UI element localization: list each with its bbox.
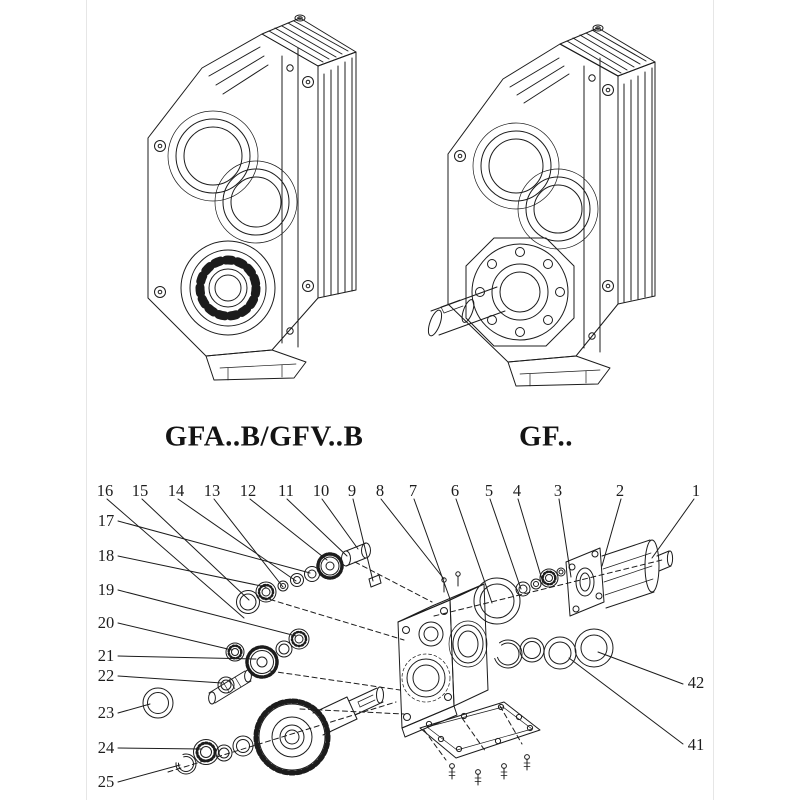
oil-seal xyxy=(142,687,174,719)
callout-15: 15 xyxy=(131,480,149,500)
input-bores xyxy=(472,122,599,250)
callout-14: 14 xyxy=(167,480,185,500)
callout-25: 25 xyxy=(97,771,115,791)
callout-8: 8 xyxy=(375,480,385,500)
callout-24: 24 xyxy=(97,737,115,757)
callout-10: 10 xyxy=(312,480,330,500)
side-ribs xyxy=(623,67,653,303)
bolt xyxy=(474,769,482,786)
base-feet xyxy=(507,355,611,387)
roof-steps xyxy=(208,46,269,95)
callout-5: 5 xyxy=(484,480,494,500)
callout-6: 6 xyxy=(450,480,460,500)
output-flange xyxy=(465,237,575,347)
callout-41: 41 xyxy=(687,734,705,754)
callout-2: 2 xyxy=(615,480,625,500)
gearbox-drawing-gf xyxy=(427,24,656,387)
base-feet xyxy=(205,349,307,381)
retaining-rings xyxy=(493,628,614,670)
corner-screws xyxy=(154,76,314,298)
callout-22: 22 xyxy=(97,665,115,685)
callout-11: 11 xyxy=(278,480,294,500)
callout-1: 1 xyxy=(691,480,701,500)
top-plug xyxy=(592,24,604,32)
gear-housing xyxy=(397,571,489,738)
callout-3: 3 xyxy=(553,480,563,500)
front-strap xyxy=(583,57,601,353)
callout-16: 16 xyxy=(96,480,114,500)
corner-screws xyxy=(454,84,614,292)
intermediate-gear-set xyxy=(236,542,382,614)
gearbox-drawing-gfab xyxy=(147,14,357,381)
callout-20: 20 xyxy=(97,612,115,632)
page-edge-left xyxy=(86,0,87,800)
callout-leader-lines xyxy=(106,498,695,783)
exploded-view xyxy=(142,539,674,786)
model-caption-gfab: GFA..B/GFV..B xyxy=(164,420,364,453)
callout-7: 7 xyxy=(408,480,418,500)
output-bearing xyxy=(180,240,276,336)
output-gear-group xyxy=(175,686,384,776)
callout-18: 18 xyxy=(97,545,115,565)
callout-42: 42 xyxy=(687,672,705,692)
model-caption-gf: GF.. xyxy=(518,420,574,453)
bolt xyxy=(448,763,456,780)
side-ribs xyxy=(323,57,353,297)
input-shaft-parts xyxy=(473,567,566,625)
bolt xyxy=(523,754,531,771)
callout-4: 4 xyxy=(512,480,522,500)
top-ribs xyxy=(566,29,647,74)
callout-19: 19 xyxy=(97,579,115,599)
top-ribs xyxy=(268,20,349,63)
bolt xyxy=(500,763,508,780)
output-shaft xyxy=(427,286,506,337)
callout-23: 23 xyxy=(97,702,115,722)
page-edge-right xyxy=(713,0,714,800)
input-bores xyxy=(167,110,298,244)
second-stage-gear-set xyxy=(208,628,310,705)
roof-steps xyxy=(509,57,570,104)
callout-21: 21 xyxy=(97,645,115,665)
gasket-and-bolts xyxy=(419,701,541,786)
front-strap xyxy=(281,47,299,348)
callout-13: 13 xyxy=(203,480,221,500)
callout-17: 17 xyxy=(97,510,115,530)
callout-12: 12 xyxy=(239,480,257,500)
callout-9: 9 xyxy=(347,480,357,500)
top-plug xyxy=(294,14,306,22)
